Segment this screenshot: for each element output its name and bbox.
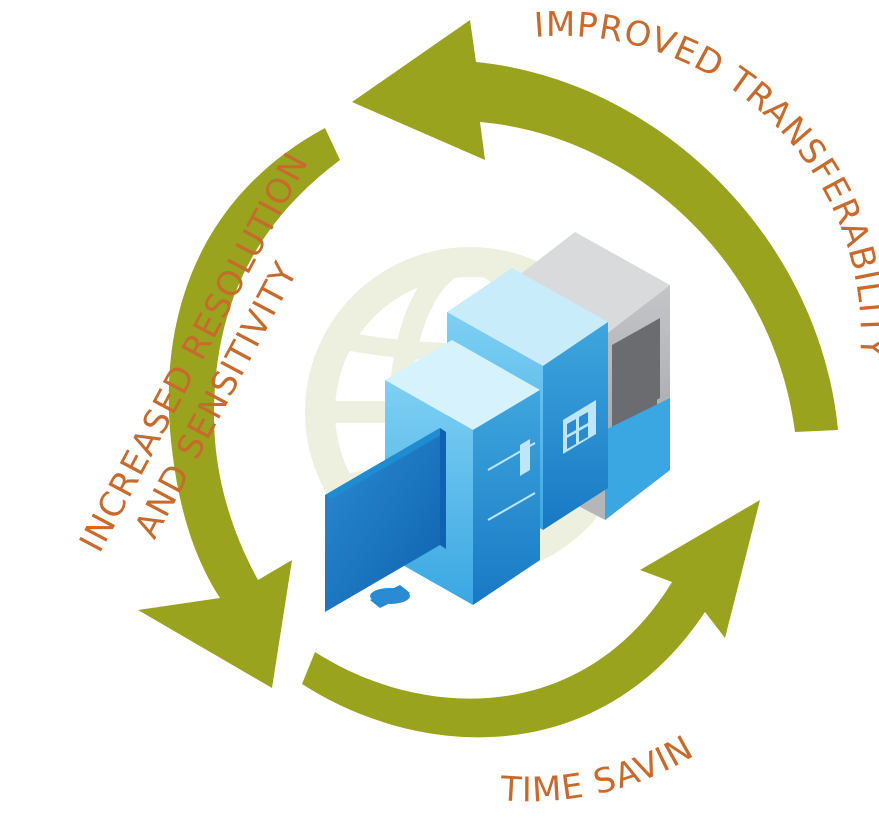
bottom-cycle-arrow <box>302 500 760 738</box>
top-cycle-arrow <box>352 20 838 432</box>
left-cycle-arrow <box>138 128 340 688</box>
circular-arrows-icon <box>138 20 838 738</box>
computer-monitor-icon <box>325 428 440 612</box>
lab-instrument-icon <box>325 232 670 612</box>
